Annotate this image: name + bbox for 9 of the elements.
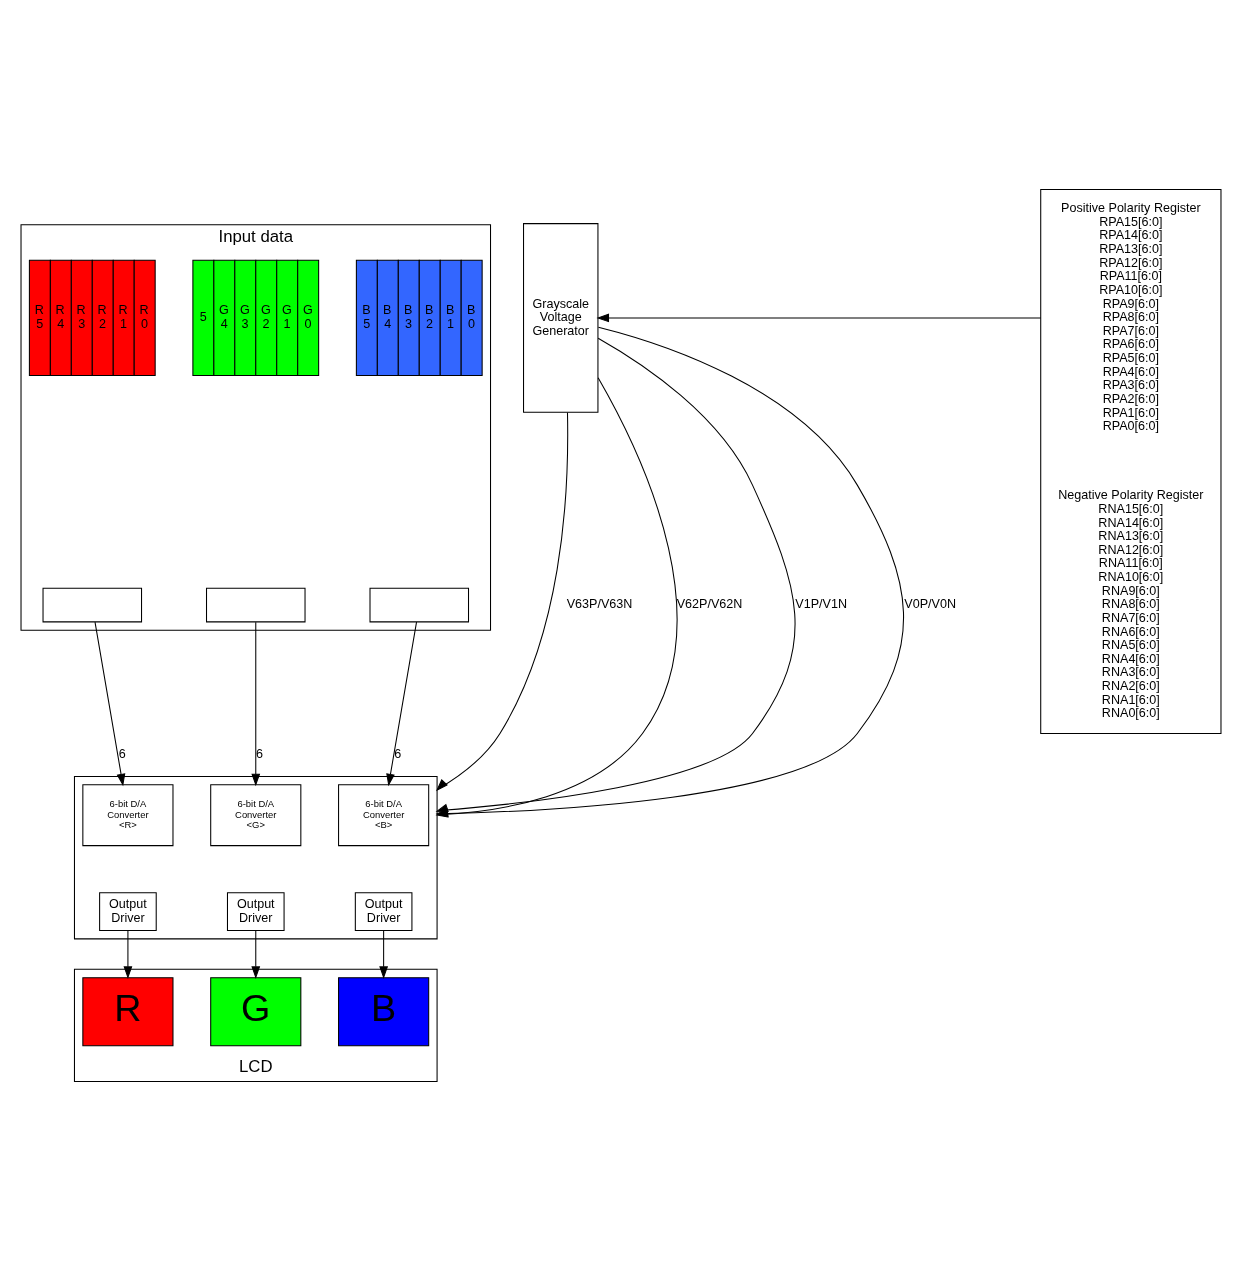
edge-label: V1P/V1N <box>795 596 848 611</box>
node-text: Negative Polarity Register RNA15[6:0] RNA14[6:0] RNA13[6:0] RNA12[6:0] RNA11[6:0] RNA10[6:0] RNA9[6:0] RNA8[6:0] RNA7[6:0] RNA6[6:0] RNA5[6:0] RNA4[6:0] RNA3[6:0] RNA2[6:0] RNA1[6:0] RNA0[6:0] <box>1058 487 1204 720</box>
edge-label: 6 <box>118 746 126 761</box>
edge-label: V62P/V62N <box>676 596 743 611</box>
edge-label: V0P/V0N <box>904 596 956 611</box>
edge-label: V63P/V63N <box>566 596 633 611</box>
edge-label: 6 <box>394 746 402 761</box>
node-text: Positive Polarity Register RPA15[6:0] RPA14[6:0] RPA13[6:0] RPA12[6:0] RPA11[6:0] RPA10[6:0] RPA9[6:0] RPA8[6:0] RPA7[6:0] RPA6[6:0] RPA5[6:0] RPA4[6:0] RPA3[6:0] RPA2[6:0] RPA1[6:0] RPA0[6:0] <box>1061 200 1201 433</box>
edge-label: 6 <box>255 746 263 761</box>
